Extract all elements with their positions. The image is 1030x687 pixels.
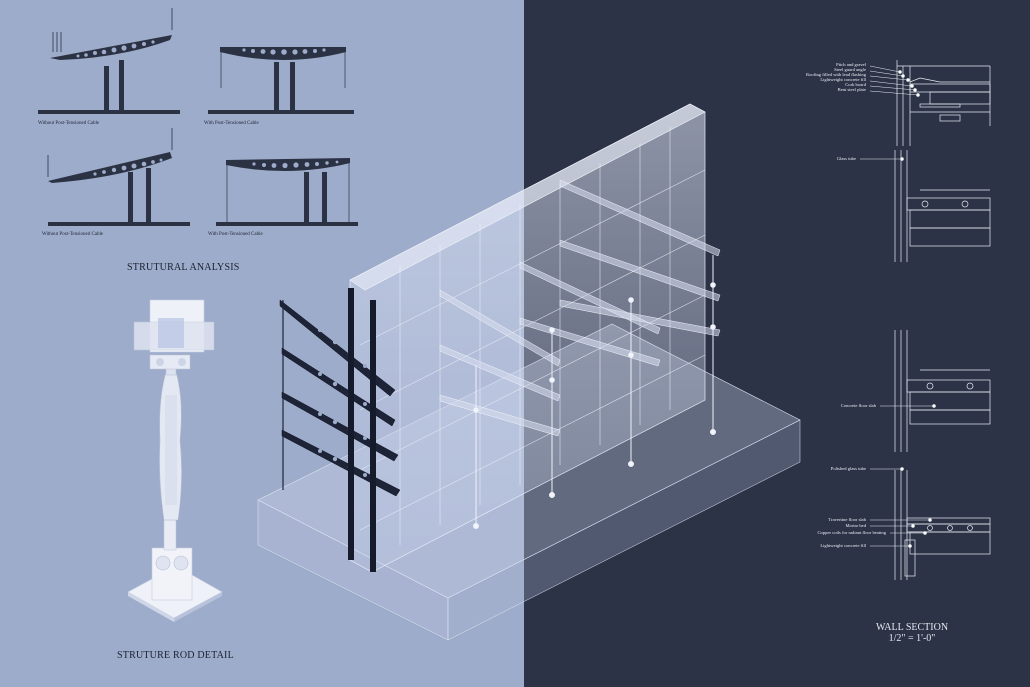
- label-copper-coils: Copper coils for radiant floor heating: [817, 530, 886, 535]
- structural-analysis-title: STRUTURAL ANALYSIS: [127, 262, 240, 273]
- caption-diagram-3: Without Post-Tensioned Cable: [42, 232, 104, 237]
- label-bent-steel-plate: Bent steel plate: [837, 87, 866, 92]
- label-concrete-floor-slab: Concrete floor slab: [840, 403, 876, 408]
- diagram-2: [208, 47, 354, 114]
- building-model: [257, 103, 801, 641]
- label-steel-guard-angle: Steel guard angle: [834, 67, 866, 72]
- diagram-3: [47, 128, 190, 226]
- wall-section-drawing: [894, 60, 991, 580]
- caption-diagram-1: Without Post-Tensioned Cable: [38, 121, 100, 126]
- label-travertine: Travertine floor slab: [828, 517, 866, 522]
- label-lightweight-concrete-bottom: Lightweight concrete fill: [820, 543, 866, 548]
- wall-section-scale: 1/2" = 1'-0": [888, 633, 936, 644]
- label-mortar-bed: Mortar bed: [845, 523, 866, 528]
- label-pitch-gravel: Pitch and gravel: [836, 62, 866, 67]
- label-glass-tube: Glass tube: [836, 156, 856, 161]
- diagram-4: [216, 158, 358, 226]
- wall-section-title: WALL SECTION: [875, 622, 949, 633]
- rod-detail-model: [127, 299, 223, 622]
- rod-detail-title: STRUTURE ROD DETAIL: [117, 650, 234, 661]
- caption-diagram-4: With Post-Tensioned Cable: [208, 232, 263, 237]
- caption-diagram-2: With Post-Tensioned Cable: [204, 121, 259, 126]
- wall-section-leaders: [860, 65, 936, 548]
- label-lightweight-concrete-top: Lightweight concrete fill: [820, 77, 866, 82]
- label-cork-board: Cork board: [845, 82, 866, 87]
- diagram-1: [38, 8, 180, 114]
- label-polished-glass-tube: Polished glass tube: [830, 466, 866, 471]
- label-roofing: Roofing filled with lead flashing: [806, 72, 866, 77]
